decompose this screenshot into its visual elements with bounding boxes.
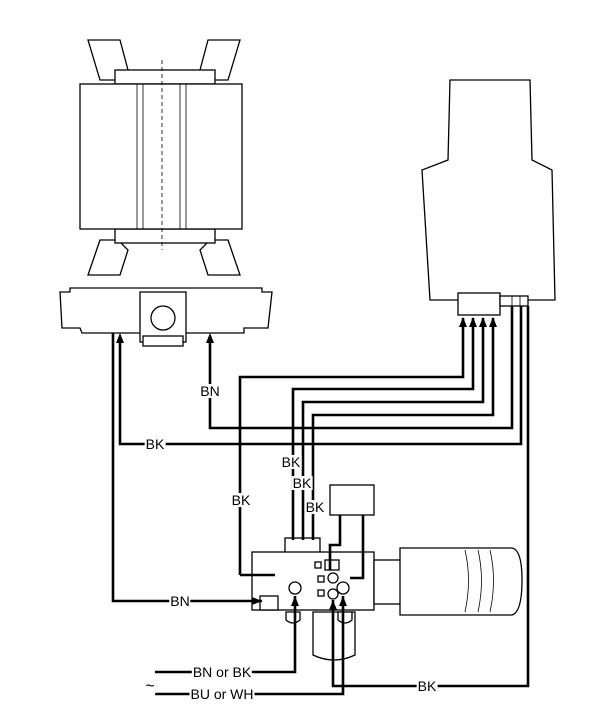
switch-assembly [251, 484, 523, 661]
motor [59, 39, 273, 347]
wire-label-bn-switch: BN [169, 593, 191, 609]
wire-label-bn-motor: BN [199, 383, 221, 399]
wire-label-bk-c: BK [304, 499, 326, 515]
supply-label-2: BU or WH [189, 686, 255, 702]
power-head [421, 79, 556, 316]
capacitor [399, 547, 523, 616]
wire-label-bk-bottom: BK [416, 678, 438, 694]
supply-label-1: BN or BK [191, 664, 253, 680]
ac-symbol: ~ [144, 678, 156, 695]
wire-label-bk-a: BK [280, 454, 302, 470]
wire-label-bk-motor: BK [144, 436, 166, 452]
wire-label-bk-left: BK [230, 492, 252, 508]
wire-label-bk-b: BK [291, 475, 313, 491]
relay-box [329, 484, 375, 516]
